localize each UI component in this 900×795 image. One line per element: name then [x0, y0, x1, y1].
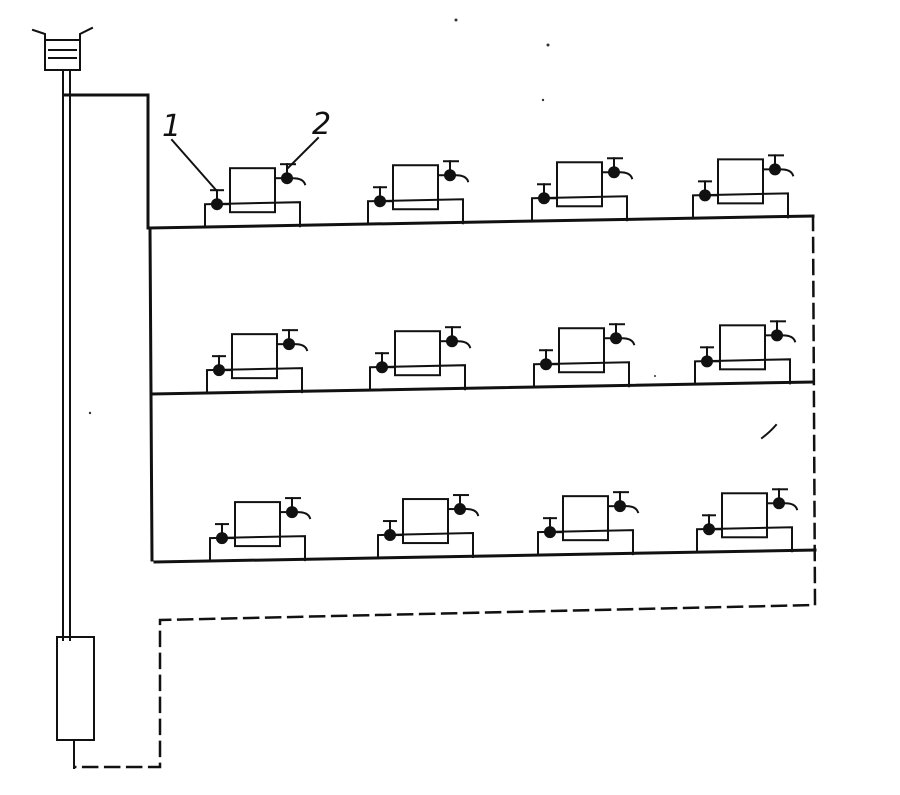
- air-vent-tap-icon: [437, 160, 470, 183]
- radiator-unit: [531, 157, 634, 222]
- callout-1: 1: [162, 109, 218, 192]
- radiator-unit: [369, 326, 472, 391]
- radiator: [562, 495, 609, 542]
- return-lines: [73, 214, 817, 769]
- air-vent-tap-icon: [762, 154, 795, 177]
- callout-2-label: 2: [312, 107, 331, 142]
- radiator: [229, 167, 276, 214]
- radiator-unit: [694, 320, 797, 385]
- radiator-unit: [533, 323, 636, 388]
- radiator: [556, 161, 603, 208]
- radiator: [402, 498, 449, 545]
- radiator-units: [204, 154, 799, 562]
- radiator-unit: [206, 329, 309, 394]
- air-vent-tap-icon: [439, 326, 472, 349]
- radiator-unit: [537, 491, 640, 556]
- radiator-unit: [209, 497, 312, 562]
- radiator-unit: [204, 163, 307, 228]
- inlet-valve-icon: [700, 346, 721, 368]
- air-vent-tap-icon: [447, 494, 480, 517]
- radiator: [721, 492, 768, 539]
- air-vent-tap-icon: [766, 488, 799, 511]
- air-vent-tap-icon: [279, 497, 312, 520]
- floor-pipe-2: [150, 380, 815, 396]
- floor-pipe-1: [148, 214, 815, 230]
- inlet-valve-icon: [375, 352, 396, 374]
- radiator: [234, 501, 281, 548]
- air-vent-tap-icon: [601, 157, 634, 180]
- radiator-unit: [696, 488, 799, 553]
- air-vent-tap-icon: [603, 323, 636, 346]
- radiator: [394, 330, 441, 377]
- inlet-valve-icon: [212, 355, 233, 377]
- radiator-unit: [377, 494, 480, 559]
- inlet-valve-icon: [215, 523, 236, 545]
- inlet-valve-icon: [537, 183, 558, 205]
- radiator-unit: [367, 160, 470, 225]
- radiator: [392, 164, 439, 211]
- expansion-tank: [31, 26, 94, 71]
- radiator: [231, 333, 278, 380]
- inlet-valve-icon: [210, 189, 231, 211]
- radiator: [717, 158, 764, 205]
- inlet-valve-icon: [383, 520, 404, 542]
- supply-riser: [62, 69, 71, 641]
- air-vent-tap-icon: [764, 320, 797, 343]
- inlet-valve-icon: [543, 517, 564, 539]
- inlet-valve-icon: [539, 349, 560, 371]
- callout-1-label: 1: [162, 109, 181, 144]
- floor-pipe-3: [153, 548, 817, 564]
- scan-marks: [88, 18, 778, 440]
- inlet-valve-icon: [698, 180, 719, 202]
- radiator: [558, 327, 605, 374]
- boiler: [56, 636, 95, 769]
- inlet-valve-icon: [373, 186, 394, 208]
- radiator-unit: [692, 154, 795, 219]
- inlet-valve-icon: [702, 514, 723, 536]
- callout-2: 2: [286, 107, 331, 170]
- upper-supply-line: [62, 93, 154, 562]
- air-vent-tap-icon: [276, 329, 309, 352]
- air-vent-tap-icon: [607, 491, 640, 514]
- radiator: [719, 324, 766, 371]
